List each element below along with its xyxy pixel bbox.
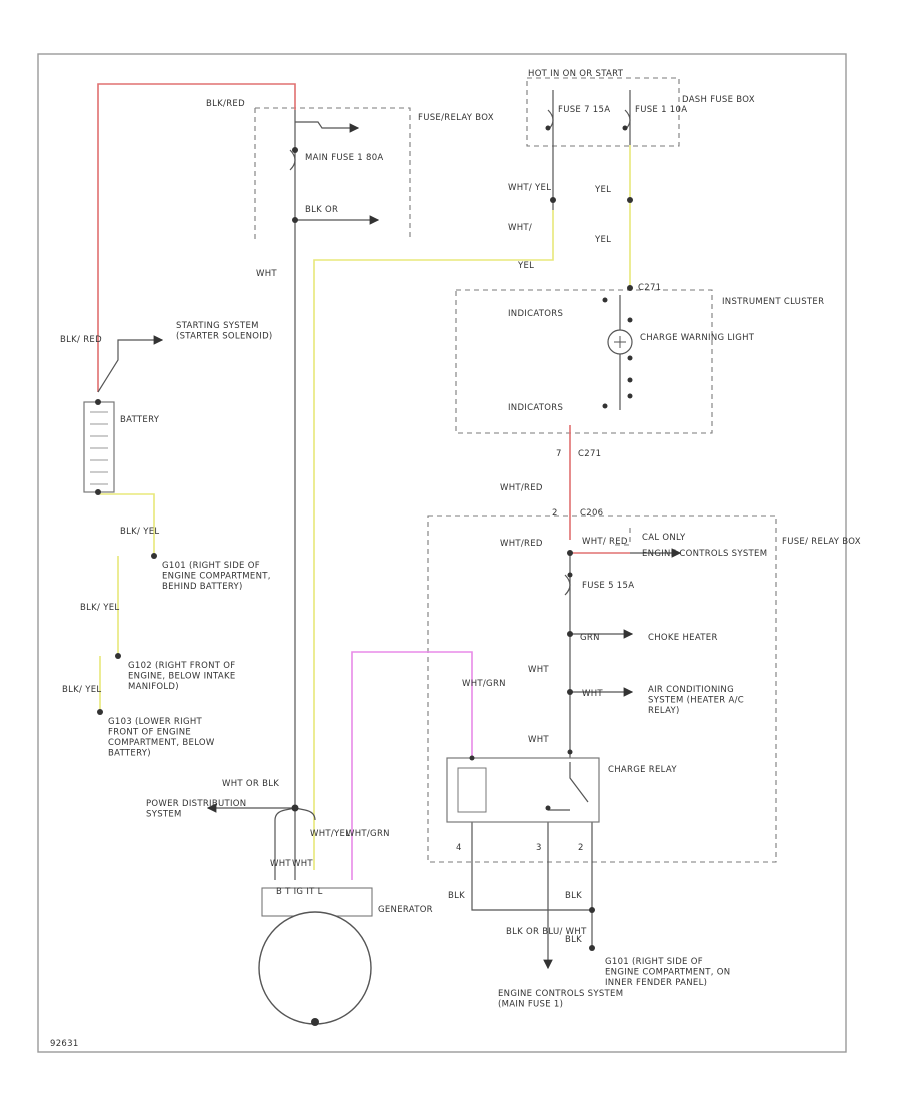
label-choke-heater: CHOKE HEATER <box>648 633 718 643</box>
label-blk-1: BLK <box>448 891 465 901</box>
label-fuse-relay-box-right: FUSE/ RELAY BOX <box>782 537 861 547</box>
label-c271: C271 <box>638 283 661 293</box>
wire-blk-red-battery <box>97 83 296 392</box>
generator-icon <box>258 911 372 1025</box>
label-hot-in-on: HOT IN ON OR START <box>528 69 624 79</box>
wire-gen-split <box>274 807 316 880</box>
label-starting-system: STARTING SYSTEM(STARTER SOLENOID) <box>176 321 273 342</box>
label-fuse-5: FUSE 5 15A <box>582 581 634 591</box>
label-wht-3: WHT <box>528 665 549 675</box>
label-blk-yel-2: BLK/ YEL <box>80 603 119 613</box>
label-indicators-2: INDICATORS <box>508 403 563 413</box>
label-pin-2: 2 <box>578 843 584 853</box>
label-c206: C206 <box>580 508 603 518</box>
label-blk-3: BLK <box>565 935 582 945</box>
generator-terminal-block <box>261 887 373 917</box>
label-wht-yel-gen: WHT/YEL <box>310 829 350 839</box>
wire-blk-relay <box>471 822 593 911</box>
label-wht-left: WHT <box>256 269 277 279</box>
label-fig-id: 92631 <box>50 1039 79 1049</box>
label-indicators-1: INDICATORS <box>508 309 563 319</box>
outer-frame <box>37 53 847 1053</box>
label-blk-yel-1: BLK/ YEL <box>120 527 159 537</box>
label-main-fuse: MAIN FUSE 1 80A <box>305 153 384 163</box>
label-blk-red-top: BLK/RED <box>206 99 245 109</box>
wire-wht-red <box>569 425 630 554</box>
label-wht-red-2: WHT/RED <box>500 539 543 549</box>
label-wht-or-blk: WHT OR BLK <box>222 779 279 789</box>
wire-wht-yel-gen <box>313 210 554 870</box>
battery-cells <box>90 411 108 485</box>
label-blk-red-left: BLK/ RED <box>60 335 102 345</box>
label-c271-b: C271 <box>578 449 601 459</box>
bulb-filament <box>614 336 626 348</box>
label-dash-fuse-box: DASH FUSE BOX <box>682 95 755 105</box>
labels: BLK/RED FUSE/RELAY BOX MAIN FUSE 1 80A B… <box>50 69 861 1049</box>
label-grn: GRN <box>580 633 600 643</box>
label-fuse-relay-box-top: FUSE/RELAY BOX <box>418 113 494 123</box>
label-num-2: 2 <box>552 508 558 518</box>
cal-only-dash <box>615 528 631 546</box>
label-pin-4: 4 <box>456 843 462 853</box>
label-yel-2: YEL <box>594 235 611 245</box>
label-wht-grn-gen: WHT/GRN <box>346 829 390 839</box>
battery-icon <box>83 401 115 493</box>
wire-blk-yel-1 <box>100 493 155 556</box>
label-blk-2: BLK <box>565 891 582 901</box>
label-wht-gen-2: WHT <box>292 859 313 869</box>
label-num-7: 7 <box>556 449 562 459</box>
label-blk-or-blu: BLK OR BLU/ WHT <box>506 927 587 937</box>
label-fuse-7: FUSE 7 15A <box>558 105 610 115</box>
label-generator: GENERATOR <box>378 905 433 915</box>
fuse-relay-box-top-outline <box>254 107 411 240</box>
label-blk-yel-3: BLK/ YEL <box>62 685 101 695</box>
label-yel-1: YEL <box>594 185 611 195</box>
charge-relay-icon <box>446 757 600 823</box>
label-charge-light: CHARGE WARNING LIGHT <box>640 333 755 343</box>
label-term-row: B T IG IT L <box>276 887 323 897</box>
label-cal-only: CAL ONLY <box>642 533 686 543</box>
wire-wht-grn <box>351 651 473 880</box>
label-fuse-1: FUSE 1 10A <box>635 105 687 115</box>
label-charge-relay: CHARGE RELAY <box>608 765 677 775</box>
dash-fuse-box-outline <box>526 77 680 147</box>
wire-blk-red-top <box>295 121 360 133</box>
wire-starter <box>97 339 140 393</box>
junction-dots <box>95 125 633 1026</box>
label-engine-controls-2: ENGINE CONTROLS SYSTEM(MAIN FUSE 1) <box>498 989 623 1010</box>
label-wht-2: WHT/ <box>508 223 532 233</box>
label-wht-5: WHT <box>528 735 549 745</box>
label-yel-3: YEL <box>517 261 534 271</box>
label-wht-yel-1: WHT/ YEL <box>508 183 551 193</box>
label-engine-controls-1: ENGINE CONTROLS SYSTEM <box>642 549 767 559</box>
label-wht-grn: WHT/GRN <box>462 679 506 689</box>
label-pin-3: 3 <box>536 843 542 853</box>
label-battery: BATTERY <box>120 415 160 425</box>
label-blk-or: BLK OR <box>305 205 338 215</box>
fuse-5-symbol <box>564 574 571 596</box>
label-wht-red-1: WHT/RED <box>500 483 543 493</box>
fuse-relay-box-right-outline <box>427 515 777 863</box>
relay-coil <box>457 767 487 813</box>
label-wht-red-3: WHT/ RED <box>582 537 628 547</box>
label-instrument-cluster: INSTRUMENT CLUSTER <box>722 297 824 307</box>
relay-switch <box>548 762 589 811</box>
instrument-cluster-outline <box>455 289 713 434</box>
label-wht-4: WHT <box>582 689 603 699</box>
label-wht-gen-1: WHT <box>270 859 291 869</box>
main-fuse-symbol <box>289 149 296 171</box>
